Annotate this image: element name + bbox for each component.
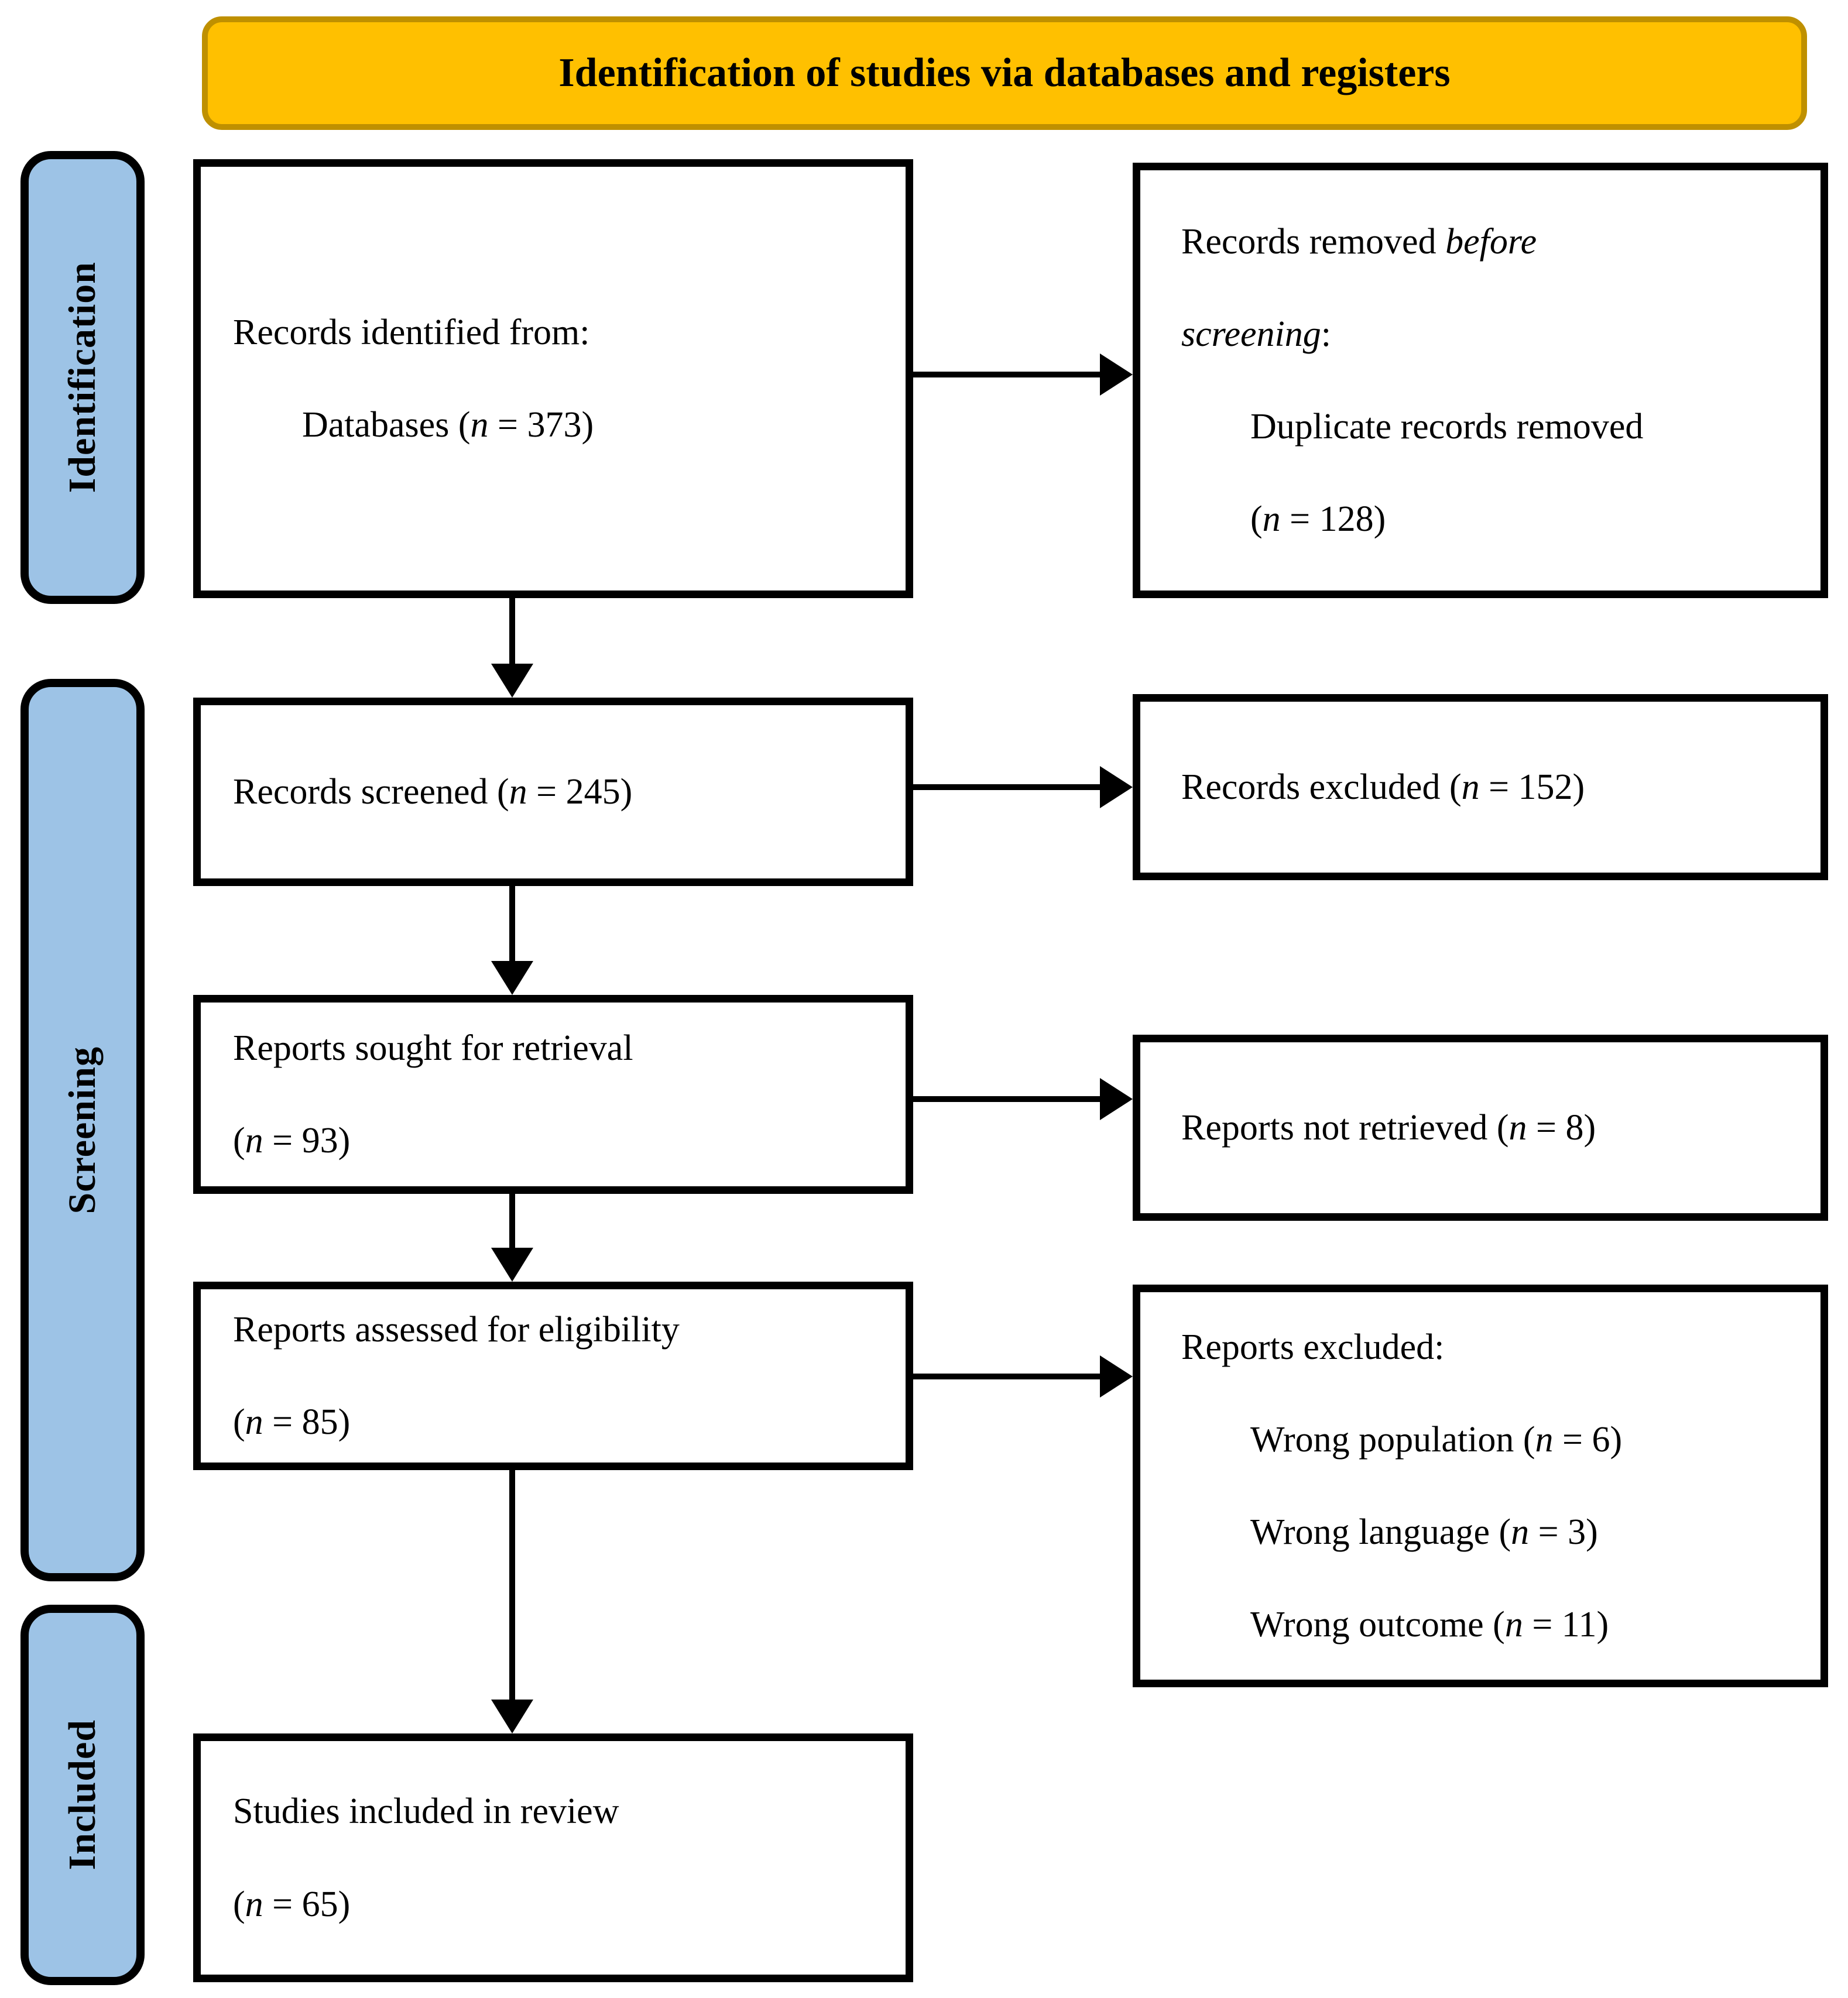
reports-excluded-line1: Reports excluded: xyxy=(1181,1327,1445,1367)
arrow-right-assessed-to-reports-excluded xyxy=(913,1355,1133,1398)
box-records-identified: Records identified from: Databases (n = … xyxy=(193,159,913,598)
studies-included-line1: Studies included in review xyxy=(233,1791,619,1832)
arrow-down-sought-to-assessed xyxy=(491,1194,533,1282)
box-reports-sought: Reports sought for retrieval (n = 93) xyxy=(193,995,913,1194)
arrow-down-screened-to-sought xyxy=(491,886,533,995)
box-reports-not-retrieved: Reports not retrieved (n = 8) xyxy=(1133,1035,1828,1221)
box-studies-included: Studies included in review (n = 65) xyxy=(193,1733,913,1982)
records-removed-line2: screening: xyxy=(1181,314,1331,354)
records-removed-line3: Duplicate records removed xyxy=(1250,407,1644,447)
records-excluded-line: Records excluded (n = 152) xyxy=(1181,767,1585,807)
reports-excluded-item: Wrong outcome (n = 11) xyxy=(1250,1605,1609,1645)
sidebar-identification-label: Identification xyxy=(61,262,104,493)
reports-excluded-item: Wrong language (n = 3) xyxy=(1250,1512,1598,1552)
sidebar-screening: Screening xyxy=(20,679,145,1581)
records-identified-line1: Records identified from: xyxy=(233,312,590,352)
reports-sought-line2: (n = 93) xyxy=(233,1121,351,1161)
reports-assessed-line2: (n = 85) xyxy=(233,1402,351,1442)
sidebar-identification: Identification xyxy=(20,151,145,604)
arrow-down-identified-to-screened xyxy=(491,598,533,698)
reports-sought-line1: Reports sought for retrieval xyxy=(233,1028,633,1068)
reports-excluded-item: Wrong population (n = 6) xyxy=(1250,1419,1623,1460)
records-identified-line2: Databases (n = 373) xyxy=(302,405,594,445)
arrow-right-identified-to-removed xyxy=(913,353,1133,396)
records-removed-line4: (n = 128) xyxy=(1250,499,1386,540)
arrow-down-assessed-to-included xyxy=(491,1470,533,1733)
box-reports-assessed: Reports assessed for eligibility (n = 85… xyxy=(193,1282,913,1470)
banner-title: Identification of studies via databases … xyxy=(558,50,1451,95)
studies-included-line2: (n = 65) xyxy=(233,1884,351,1924)
banner: Identification of studies via databases … xyxy=(202,16,1807,130)
box-records-excluded: Records excluded (n = 152) xyxy=(1133,694,1828,880)
sidebar-included-label: Included xyxy=(61,1719,104,1870)
records-screened-line: Records screened (n = 245) xyxy=(233,771,633,812)
records-removed-line1: Records removed before xyxy=(1181,221,1537,262)
reports-assessed-line1: Reports assessed for eligibility xyxy=(233,1309,680,1350)
arrow-right-screened-to-excluded xyxy=(913,766,1133,808)
arrow-right-sought-to-not-retrieved xyxy=(913,1078,1133,1120)
sidebar-included: Included xyxy=(20,1605,145,1985)
reports-not-retrieved-line: Reports not retrieved (n = 8) xyxy=(1181,1107,1596,1148)
box-reports-excluded: Reports excluded: Wrong population (n = … xyxy=(1133,1285,1828,1687)
box-records-screened: Records screened (n = 245) xyxy=(193,698,913,886)
box-records-removed: Records removed before screening: Duplic… xyxy=(1133,163,1828,598)
sidebar-screening-label: Screening xyxy=(61,1046,104,1214)
